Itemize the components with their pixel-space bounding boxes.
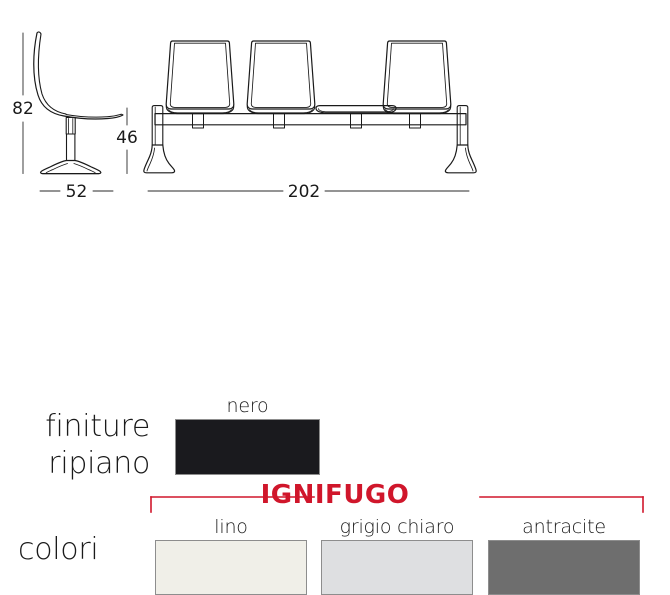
- dimension-label-202: 202: [288, 182, 320, 202]
- ignifugo-bracket: [150, 496, 644, 513]
- swatch-lino[interactable]: lino: [155, 516, 307, 595]
- bench-front-view: [143, 40, 477, 174]
- swatch-nero-chip[interactable]: [175, 419, 320, 475]
- swatch-antracite-chip[interactable]: [488, 540, 640, 595]
- technical-drawing-svg: 82 46 52 202: [12, 31, 477, 202]
- swatch-antracite[interactable]: antracite: [488, 516, 640, 595]
- finiture-ripiano-label: finiture ripiano: [0, 408, 150, 482]
- dimension-label-46: 46: [116, 128, 138, 148]
- finiture-label-line2: ripiano: [48, 446, 150, 481]
- swatch-grigio-chiaro[interactable]: grigio chiaro: [321, 516, 473, 595]
- colori-section: IGNIFUGO colori lino grigio chiaro antra…: [0, 240, 670, 595]
- swatch-lino-chip[interactable]: [155, 540, 307, 595]
- swatch-nero[interactable]: nero: [175, 395, 320, 475]
- ignifugo-badge: IGNIFUGO: [260, 480, 410, 510]
- technical-drawing-block: 82 46 52 202: [0, 0, 670, 215]
- finiture-ripiano-section: finiture ripiano nero: [0, 395, 670, 525]
- dimension-label-82: 82: [12, 99, 34, 119]
- swatch-nero-label: nero: [226, 395, 269, 417]
- colori-section-label: colori: [18, 532, 99, 567]
- chair-side-view: [33, 31, 124, 175]
- dimension-label-52: 52: [66, 182, 88, 202]
- swatch-grigio-chiaro-chip[interactable]: [321, 540, 473, 595]
- finiture-label-line1: finiture: [45, 409, 150, 444]
